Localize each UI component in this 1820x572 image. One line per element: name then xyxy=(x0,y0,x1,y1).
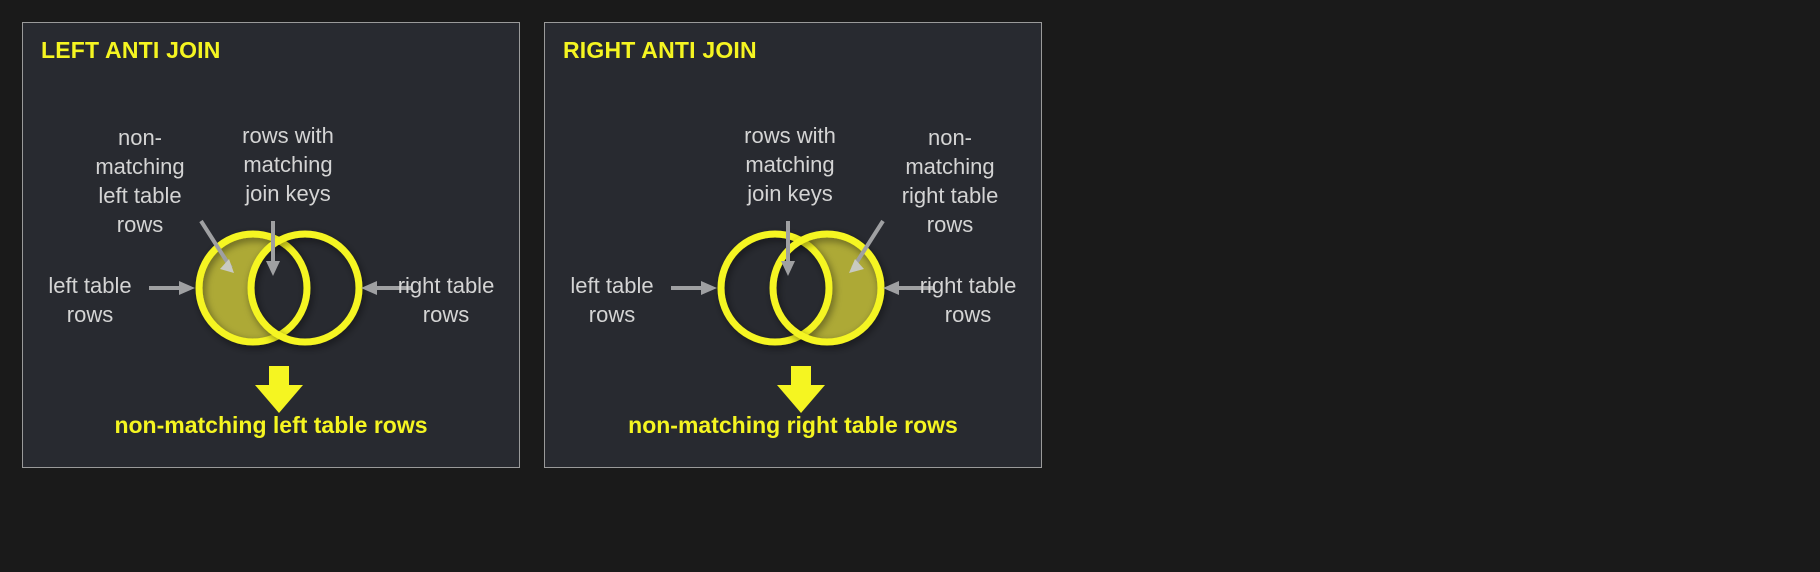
venn-diagram-left xyxy=(23,23,519,467)
right-only-fill xyxy=(773,234,881,342)
panel-title: LEFT ANTI JOIN xyxy=(41,37,221,63)
note-right-side: right table rows xyxy=(919,273,1017,327)
annotation-arrow-upper-left xyxy=(199,219,234,273)
panel-left-anti-join: LEFT ANTI JOIN xyxy=(22,22,520,468)
venn-diagram-right xyxy=(545,23,1041,467)
annotation-arrow-upper-right xyxy=(266,221,280,276)
right-table-circle xyxy=(769,230,885,346)
note-upper-left: rows with matching join keys xyxy=(744,123,836,206)
note-left-side: left table rows xyxy=(48,273,132,327)
panel-title: RIGHT ANTI JOIN xyxy=(563,37,757,63)
left-only-fill xyxy=(199,234,307,342)
note-left-side: left table rows xyxy=(570,273,654,327)
venn-svg xyxy=(671,219,933,413)
annotation-arrow-upper-left xyxy=(781,221,795,276)
result-down-arrow xyxy=(255,366,303,413)
note-upper-right: non- matching right table rows xyxy=(901,125,999,237)
note-upper-left: non- matching left table rows xyxy=(95,125,185,237)
panel-right-anti-join: RIGHT ANTI JOIN xyxy=(544,22,1042,468)
annotation-arrow-left-side xyxy=(671,281,717,295)
left-table-circle xyxy=(717,230,833,346)
annotation-arrow-left-side xyxy=(149,281,195,295)
right-table-circle xyxy=(247,230,363,346)
annotation-arrow-right-side xyxy=(883,281,933,295)
annotation-arrow-upper-right xyxy=(849,219,885,273)
note-right-side: right table rows xyxy=(397,273,495,327)
venn-svg xyxy=(149,219,411,413)
left-table-circle xyxy=(195,230,311,346)
annotation-arrow-right-side xyxy=(361,281,411,295)
result-down-arrow xyxy=(777,366,825,413)
note-upper-right: rows with matching join keys xyxy=(242,123,334,206)
panel-caption: non-matching right table rows xyxy=(628,412,958,438)
panel-caption: non-matching left table rows xyxy=(114,412,428,438)
